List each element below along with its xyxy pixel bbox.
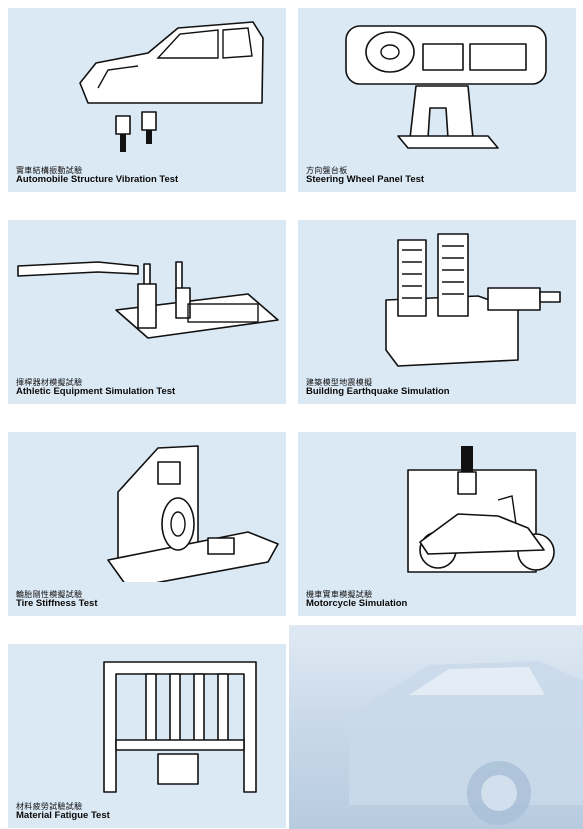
- caption-en: Building Earthquake Simulation: [306, 386, 450, 398]
- caption-en: Steering Wheel Panel Test: [306, 174, 425, 186]
- caption-zh: 方向盤台板: [306, 165, 348, 175]
- panel-automobile-structure-vibration: 實車結構振動試驗 Automobile Structure Vibration …: [8, 8, 286, 192]
- panel-material-fatigue: 材料疲勞試驗試驗 Material Fatigue Test: [8, 644, 286, 828]
- caption-en: Material Fatigue Test: [16, 810, 110, 822]
- caption-en: Motorcycle Simulation: [306, 598, 408, 610]
- caption-zh: 實車結構振動試驗: [16, 165, 83, 175]
- caption-zh: 揮桿器材模擬試驗: [16, 377, 83, 387]
- panel-athletic-equipment: 揮桿器材模擬試驗 Athletic Equipment Simulation T…: [8, 220, 286, 404]
- panel-motorcycle: 機車實車模擬試驗 Motorcycle Simulation: [298, 432, 576, 616]
- motorcycle-illustration: [407, 446, 555, 573]
- building-earthquake-illustration: [385, 233, 561, 367]
- caption-zh: 建築模型地震模擬: [306, 377, 373, 387]
- material-fatigue-illustration: [103, 661, 257, 793]
- panel-tire-stiffness: 輪胎剛性模擬試驗 Tire Stiffness Test: [8, 432, 286, 616]
- athletic-equipment-illustration: [17, 261, 279, 339]
- panel-steering-wheel: 方向盤台板 Steering Wheel Panel Test: [298, 8, 576, 192]
- caption-en: Tire Stiffness Test: [16, 598, 98, 610]
- automobile-rig-illustration: [79, 21, 264, 152]
- tire-stiffness-illustration: [107, 445, 279, 582]
- caption-en: Automobile Structure Vibration Test: [16, 174, 179, 186]
- car-silhouette-image: [349, 661, 583, 825]
- panel-building-earthquake: 建築模型地震模擬 Building Earthquake Simulation: [298, 220, 576, 404]
- caption-zh: 機車實車模擬試驗: [306, 589, 373, 599]
- background-car-photo: [289, 625, 583, 829]
- caption-zh: 材料疲勞試驗試驗: [16, 801, 83, 811]
- caption-zh: 輪胎剛性模擬試驗: [16, 589, 83, 599]
- caption-en: Athletic Equipment Simulation Test: [16, 386, 176, 398]
- steering-panel-illustration: [345, 25, 547, 149]
